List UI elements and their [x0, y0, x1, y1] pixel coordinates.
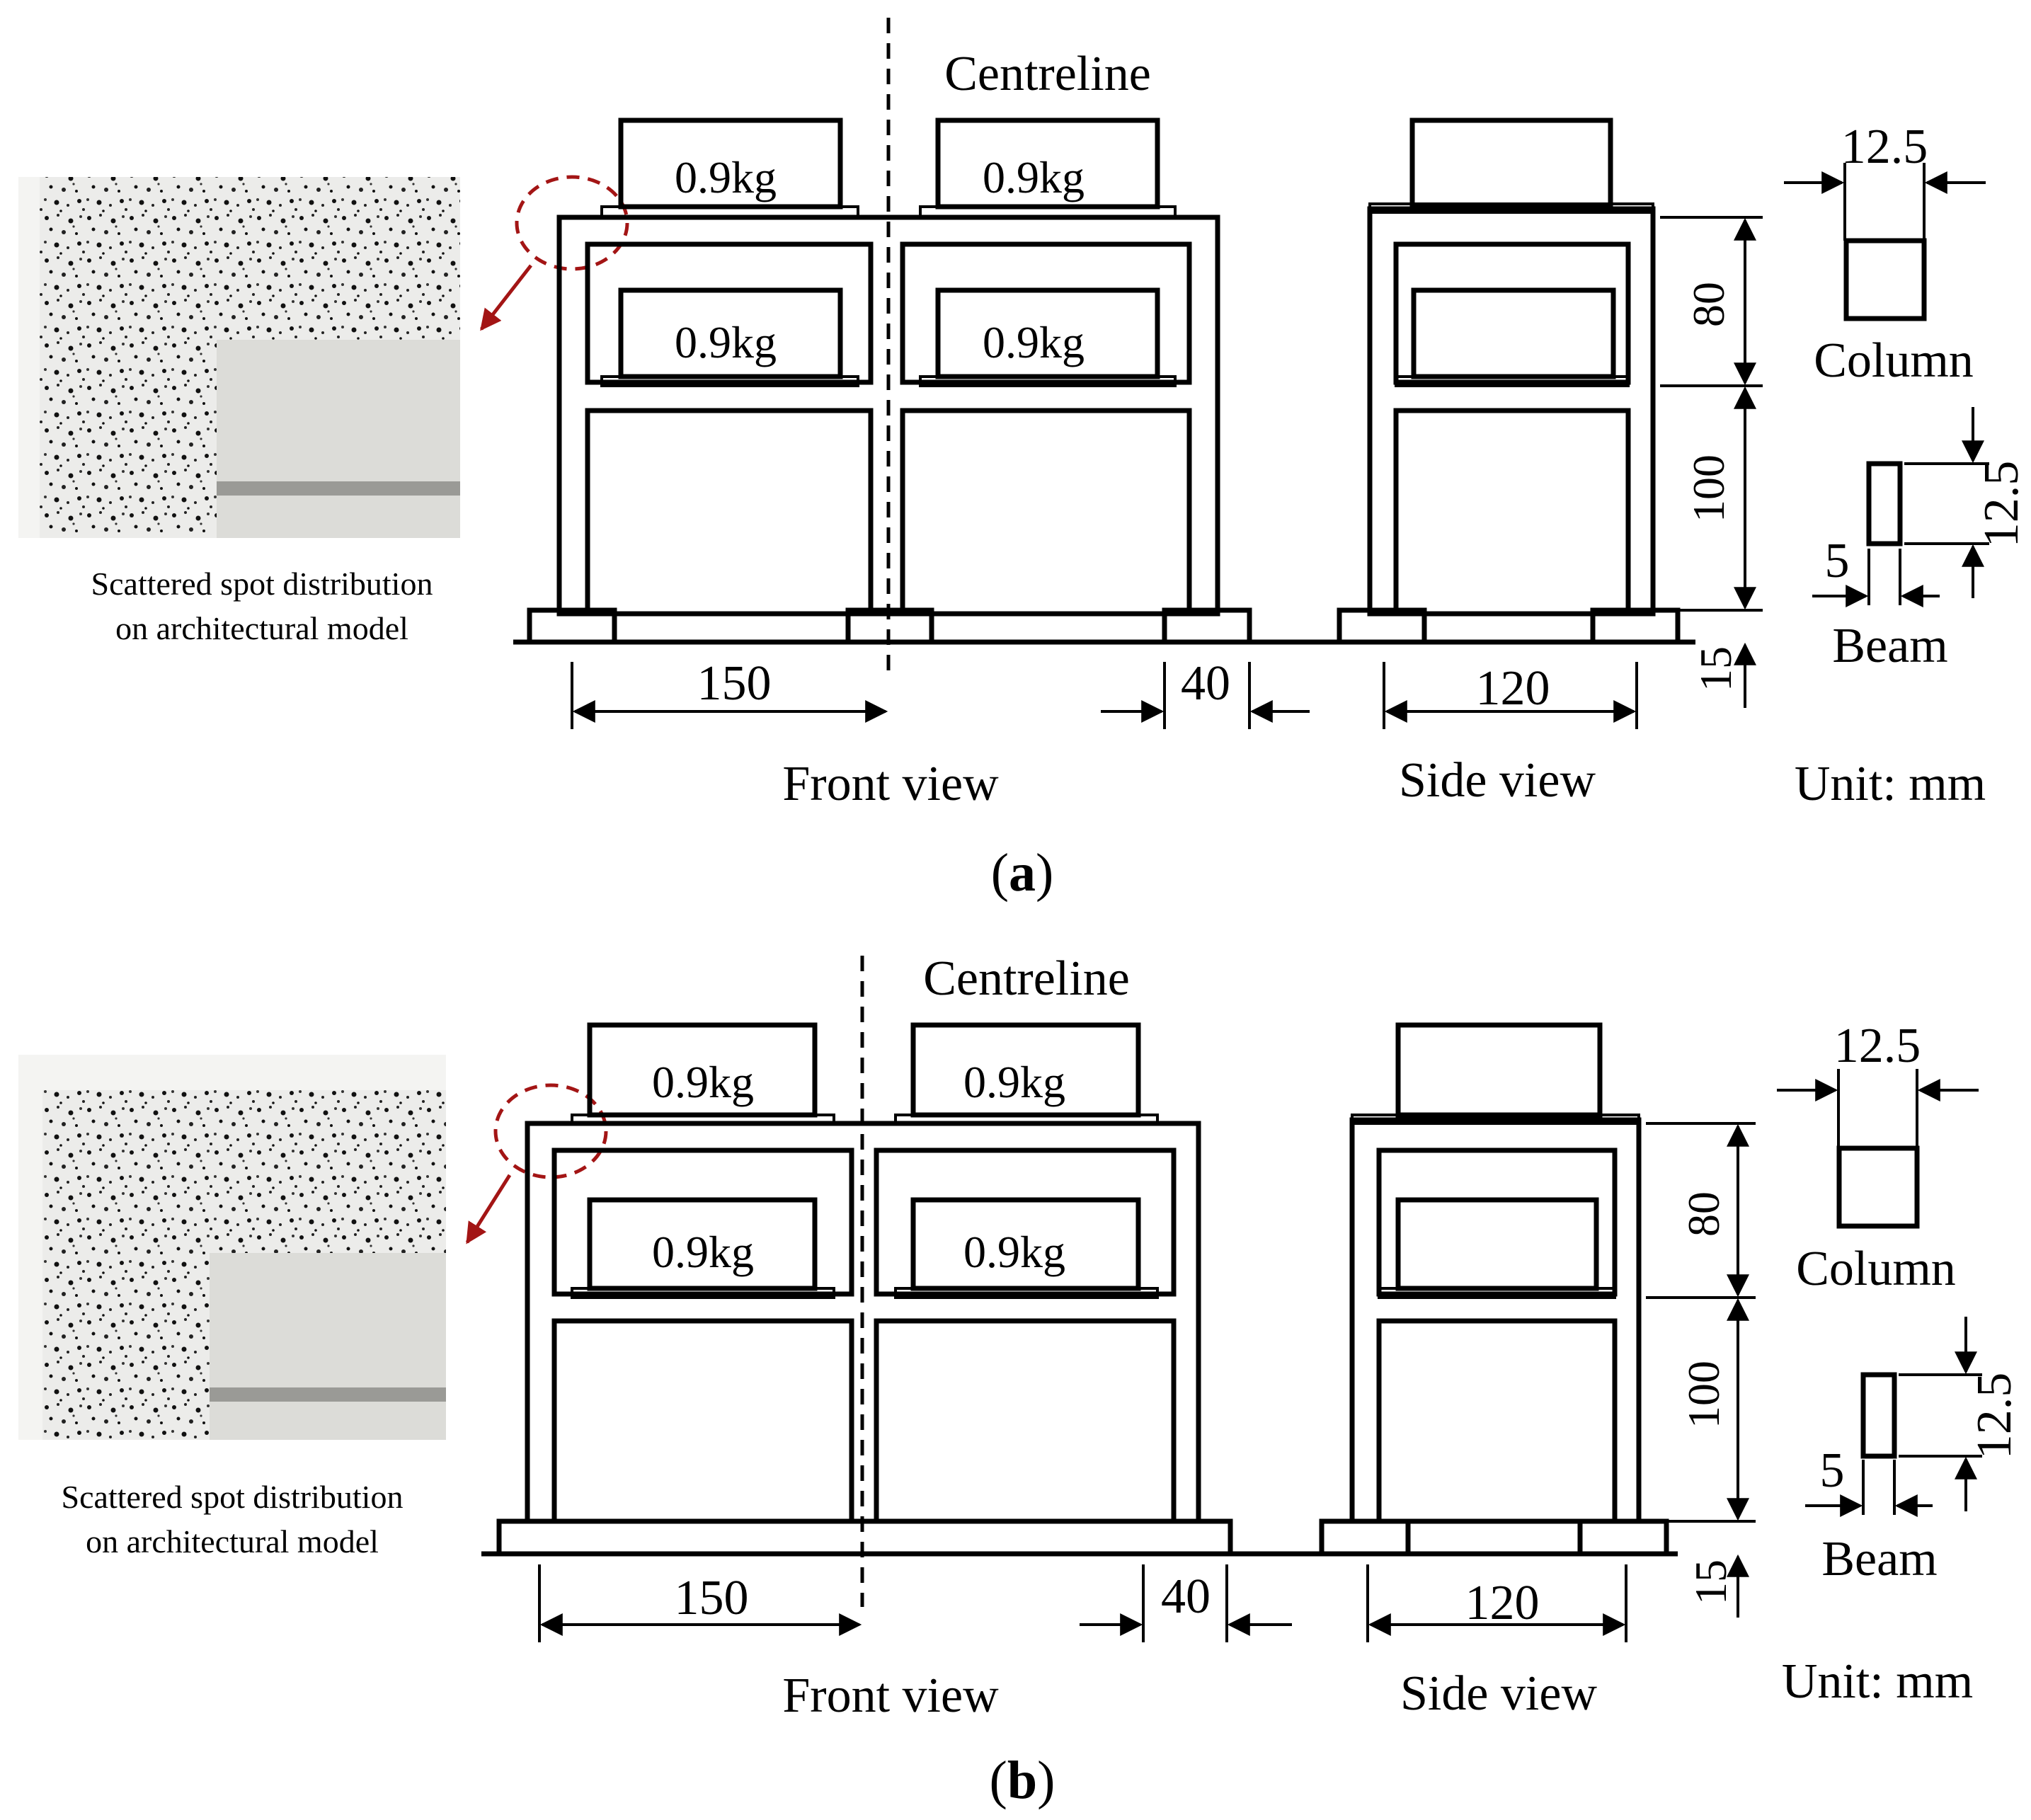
front-view-label: Front view — [782, 1669, 999, 1723]
section-details — [1777, 1069, 1982, 1517]
side-view-frame — [1337, 118, 1681, 645]
mass-label: 0.9kg — [652, 1057, 754, 1107]
dimension-lines — [538, 1122, 1756, 1642]
front-view-label: Front view — [782, 757, 999, 811]
photo — [18, 1055, 446, 1440]
column-dim-label: 12.5 — [1841, 120, 1928, 174]
panel-a: Scattered spot distribution on architect… — [18, 18, 2029, 903]
column-label: Column — [1796, 1242, 1956, 1296]
dim-label: 80 — [1683, 282, 1734, 327]
mass-label: 0.9kg — [652, 1227, 754, 1277]
beam-label: Beam — [1821, 1532, 1937, 1586]
dim-label: 120 — [1476, 661, 1550, 716]
centreline-label: Centreline — [923, 951, 1130, 1006]
photo — [18, 177, 460, 538]
photo-caption: Scattered spot distribution — [62, 1479, 404, 1515]
highlight-arrow — [480, 264, 532, 331]
beam-width-label: 5 — [1820, 1443, 1845, 1498]
highlight-circle — [493, 1083, 608, 1179]
photo-caption: on architectural model — [115, 610, 408, 646]
side-view-label: Side view — [1400, 1666, 1597, 1721]
panel-b: Scattered spot distribution on architect… — [18, 951, 2022, 1810]
mass-label: 0.9kg — [675, 152, 777, 202]
mass-label: 0.9kg — [963, 1057, 1065, 1107]
beam-label: Beam — [1832, 619, 1947, 673]
column-label: Column — [1814, 333, 1974, 388]
centreline-label: Centreline — [944, 47, 1151, 101]
photo-caption: on architectural model — [86, 1523, 379, 1559]
dim-label: 40 — [1181, 656, 1230, 711]
dim-label: 100 — [1683, 454, 1734, 522]
panel-label: (a) — [991, 843, 1054, 903]
front-view-frame — [513, 118, 1695, 645]
mass-label: 0.9kg — [675, 317, 777, 367]
dim-label: 40 — [1161, 1569, 1211, 1624]
beam-height-label: 12.5 — [1974, 461, 2029, 548]
dim-label: 120 — [1465, 1576, 1540, 1630]
dim-label: 15 — [1690, 646, 1741, 692]
side-view-label: Side view — [1399, 753, 1596, 808]
mass-label: 0.9kg — [983, 152, 1085, 202]
dim-label: 150 — [675, 1571, 749, 1625]
dim-label: 15 — [1686, 1559, 1736, 1605]
highlight-circle — [515, 175, 629, 271]
dimension-lines — [571, 216, 1763, 729]
unit-label: Unit: mm — [1782, 1654, 1973, 1709]
front-view-frame — [481, 1022, 1678, 1557]
unit-label: Unit: mm — [1795, 757, 1986, 811]
dim-label: 150 — [697, 656, 772, 711]
column-dim-label: 12.5 — [1834, 1019, 1921, 1073]
panel-label: (b) — [990, 1751, 1055, 1810]
highlight-arrow — [465, 1174, 512, 1244]
beam-height-label: 12.5 — [1967, 1373, 2022, 1460]
photo-caption: Scattered spot distribution — [91, 566, 433, 602]
beam-width-label: 5 — [1825, 534, 1850, 588]
mass-label: 0.9kg — [963, 1227, 1065, 1277]
dim-label: 80 — [1678, 1191, 1729, 1237]
dim-label: 100 — [1678, 1361, 1729, 1429]
mass-label: 0.9kg — [983, 317, 1085, 367]
section-details — [1784, 163, 1989, 607]
side-view-frame — [1319, 1022, 1669, 1557]
